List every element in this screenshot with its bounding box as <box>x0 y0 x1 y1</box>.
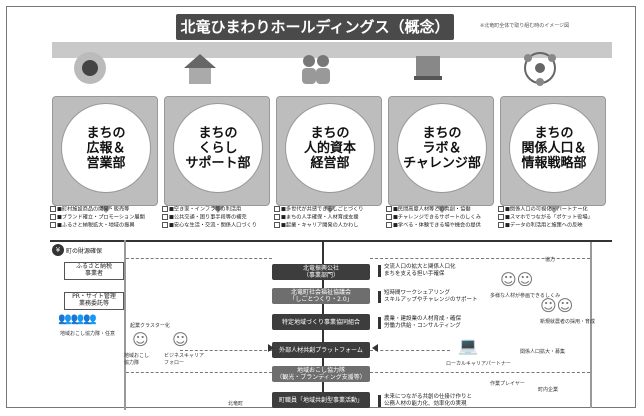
hub-text: 関係人口拡大・募集 <box>520 349 566 355</box>
center-box: 特定地域づくり事業協同組合 <box>272 314 370 330</box>
yen-icon: ¥ <box>52 244 64 256</box>
network-icon <box>524 52 556 86</box>
group-label: 新規就農者の採用・育成 <box>540 319 596 325</box>
avatar-label: 地域おこし 協力隊 <box>124 353 150 366</box>
list-item: ■町村施設商品の開発・販売等 <box>50 206 156 214</box>
list-item: ■まちの人手確保・人材育成支援 <box>274 214 380 222</box>
department-card-human-capital: まちの 人的資本 経営部 <box>276 96 382 213</box>
lab-icon <box>414 56 442 80</box>
list-item: ■データの利活用と施策への反映 <box>498 222 604 230</box>
right-text: 農業・建設業の人材育成・確保 労働力供給・コンサルティング <box>377 316 462 329</box>
list-item: ■起業・キャリア開発の人かわし <box>274 222 380 230</box>
list-item: ■民間高度人材等との共創・協働 <box>386 206 492 214</box>
town-label: 北竜町 <box>228 401 244 407</box>
dashed-link <box>126 258 272 259</box>
dashed-link <box>370 372 590 373</box>
department-name: まちの くらし サポート部 <box>185 125 251 171</box>
center-box: 町職員「地域共創型事業活動」 <box>272 392 370 408</box>
list-item: ■公共交通・困り事手段等の補完 <box>162 214 268 222</box>
department-card-lab: まちの ラボ＆ チャレンジ部 <box>388 96 494 213</box>
list-item: ■学べる・体験できる場や機会の提供 <box>386 222 492 230</box>
list-item: ■ふるさと納税拡大・地域の振興 <box>50 222 156 230</box>
laptop-icon: 💻 <box>458 336 478 355</box>
connector-line <box>124 240 126 410</box>
list-item: ■チャレンジできるサポートのしくみ <box>386 214 492 222</box>
department-name: まちの ラボ＆ チャレンジ部 <box>403 125 481 171</box>
pr-box: PR・サイト管理 業務委託等 <box>64 292 124 310</box>
list-item: ■安心な生活・交流・関係人口づくり <box>162 222 268 230</box>
finance-badge-label: 町の財源確保 <box>66 247 103 255</box>
right-text: 未来につながる共創の仕掛け作りと 公務人材の能力化、効率化の実現 <box>377 394 473 407</box>
people-icon <box>302 55 330 84</box>
house-icon <box>184 54 216 84</box>
work-label: 作業プレイヤー <box>490 381 525 387</box>
department-card-info: まちの 関係人口＆ 情報戦略部 <box>500 96 606 213</box>
dashed-link <box>126 372 272 373</box>
list-item: ■多世代が共感できるしごとづくり <box>274 206 380 214</box>
illustration-band <box>52 42 612 58</box>
department-name: まちの 人的資本 経営部 <box>303 125 356 171</box>
dashed-link <box>370 350 450 351</box>
furusato-box: ふるさと納税 事業者 <box>64 262 124 280</box>
department-name: まちの 広報＆ 営業部 <box>86 125 126 171</box>
arrow-left-icon <box>372 344 378 352</box>
connector-line <box>590 242 592 408</box>
local-partner-label: ローカルキャリアパートナー <box>446 361 511 367</box>
list-item: ■空き家・インフラ等の利活用 <box>162 206 268 214</box>
right-text: 交流人口の拡大と関係人口化 まちを支える担い手確保 <box>378 264 456 277</box>
cluster-label: 起業クラスター化 <box>130 323 170 329</box>
center-box: 地域おこし協力隊 （観光・ブランディング支援等） <box>272 366 370 382</box>
diagram-title: 北竜ひまわりホールディングス（概念） <box>176 14 454 40</box>
dashed-link <box>370 258 590 259</box>
department-card-sales: まちの 広報＆ 営業部 <box>52 96 158 213</box>
cooperation-label: 協力 <box>545 257 556 263</box>
diagram-note: ※北竜町全体で取り組む時のイメージ図 <box>480 23 570 29</box>
dashed-link <box>180 350 272 351</box>
center-box: 外部人材共創プラットフォーム <box>272 342 370 358</box>
avatar-icon: ☺ <box>172 330 189 349</box>
sunflower-icon <box>74 52 106 84</box>
center-box: 北竜町社会福祉協議会 「しごとつくり・2.0」 <box>272 288 370 304</box>
people-icon: 👥👥👥 <box>58 312 97 325</box>
department-items-human-capital: ■多世代が共感できるしごとづくり ■まちの人手確保・人材育成支援 ■起業・キャリ… <box>274 206 380 230</box>
list-item: ■関係人口の可視化・パートナー化 <box>498 206 604 214</box>
right-text: 短時間ワークシェアリング スキルアップやチャレンジのサポート <box>377 290 478 303</box>
center-box: 北竜振興公社 （事業部門） <box>272 264 370 280</box>
department-card-living: まちの くらし サポート部 <box>164 96 270 213</box>
finance-badge: ¥ 町の財源確保 <box>52 244 102 256</box>
list-item: ■スマホでつながる「ポケット役場」 <box>498 214 604 222</box>
department-items-lab: ■民間高度人材等との共創・協働 ■チャレンジできるサポートのしくみ ■学べる・体… <box>386 206 492 230</box>
department-items-info: ■関係人口の可視化・パートナー化 ■スマホでつながる「ポケット役場」 ■データの… <box>498 206 604 230</box>
people-caption: 地域おこし協力隊・任意 <box>60 331 116 337</box>
people-icon: ☺☺ <box>540 296 574 315</box>
avatar-icon: ☺ <box>132 330 149 349</box>
list-item: ■ブランド確立・プロモーション展開 <box>50 214 156 222</box>
company-label: 町内企業 <box>538 387 559 393</box>
avatar-label: ビジネスキャリア フォロー <box>164 353 205 366</box>
arrow-right-icon <box>268 344 274 352</box>
connector-line <box>50 240 612 242</box>
department-name: まちの 関係人口＆ 情報戦略部 <box>521 125 587 171</box>
group-label: 多様な人材が参画できるしくみ <box>490 293 561 299</box>
department-items-living: ■空き家・インフラ等の利活用 ■公共交通・困り事手段等の補完 ■安心な生活・交流… <box>162 206 268 230</box>
department-items-sales: ■町村施設商品の開発・販売等 ■ブランド確立・プロモーション展開 ■ふるさと納税… <box>50 206 156 230</box>
people-icon: ☺☺ <box>500 270 534 289</box>
